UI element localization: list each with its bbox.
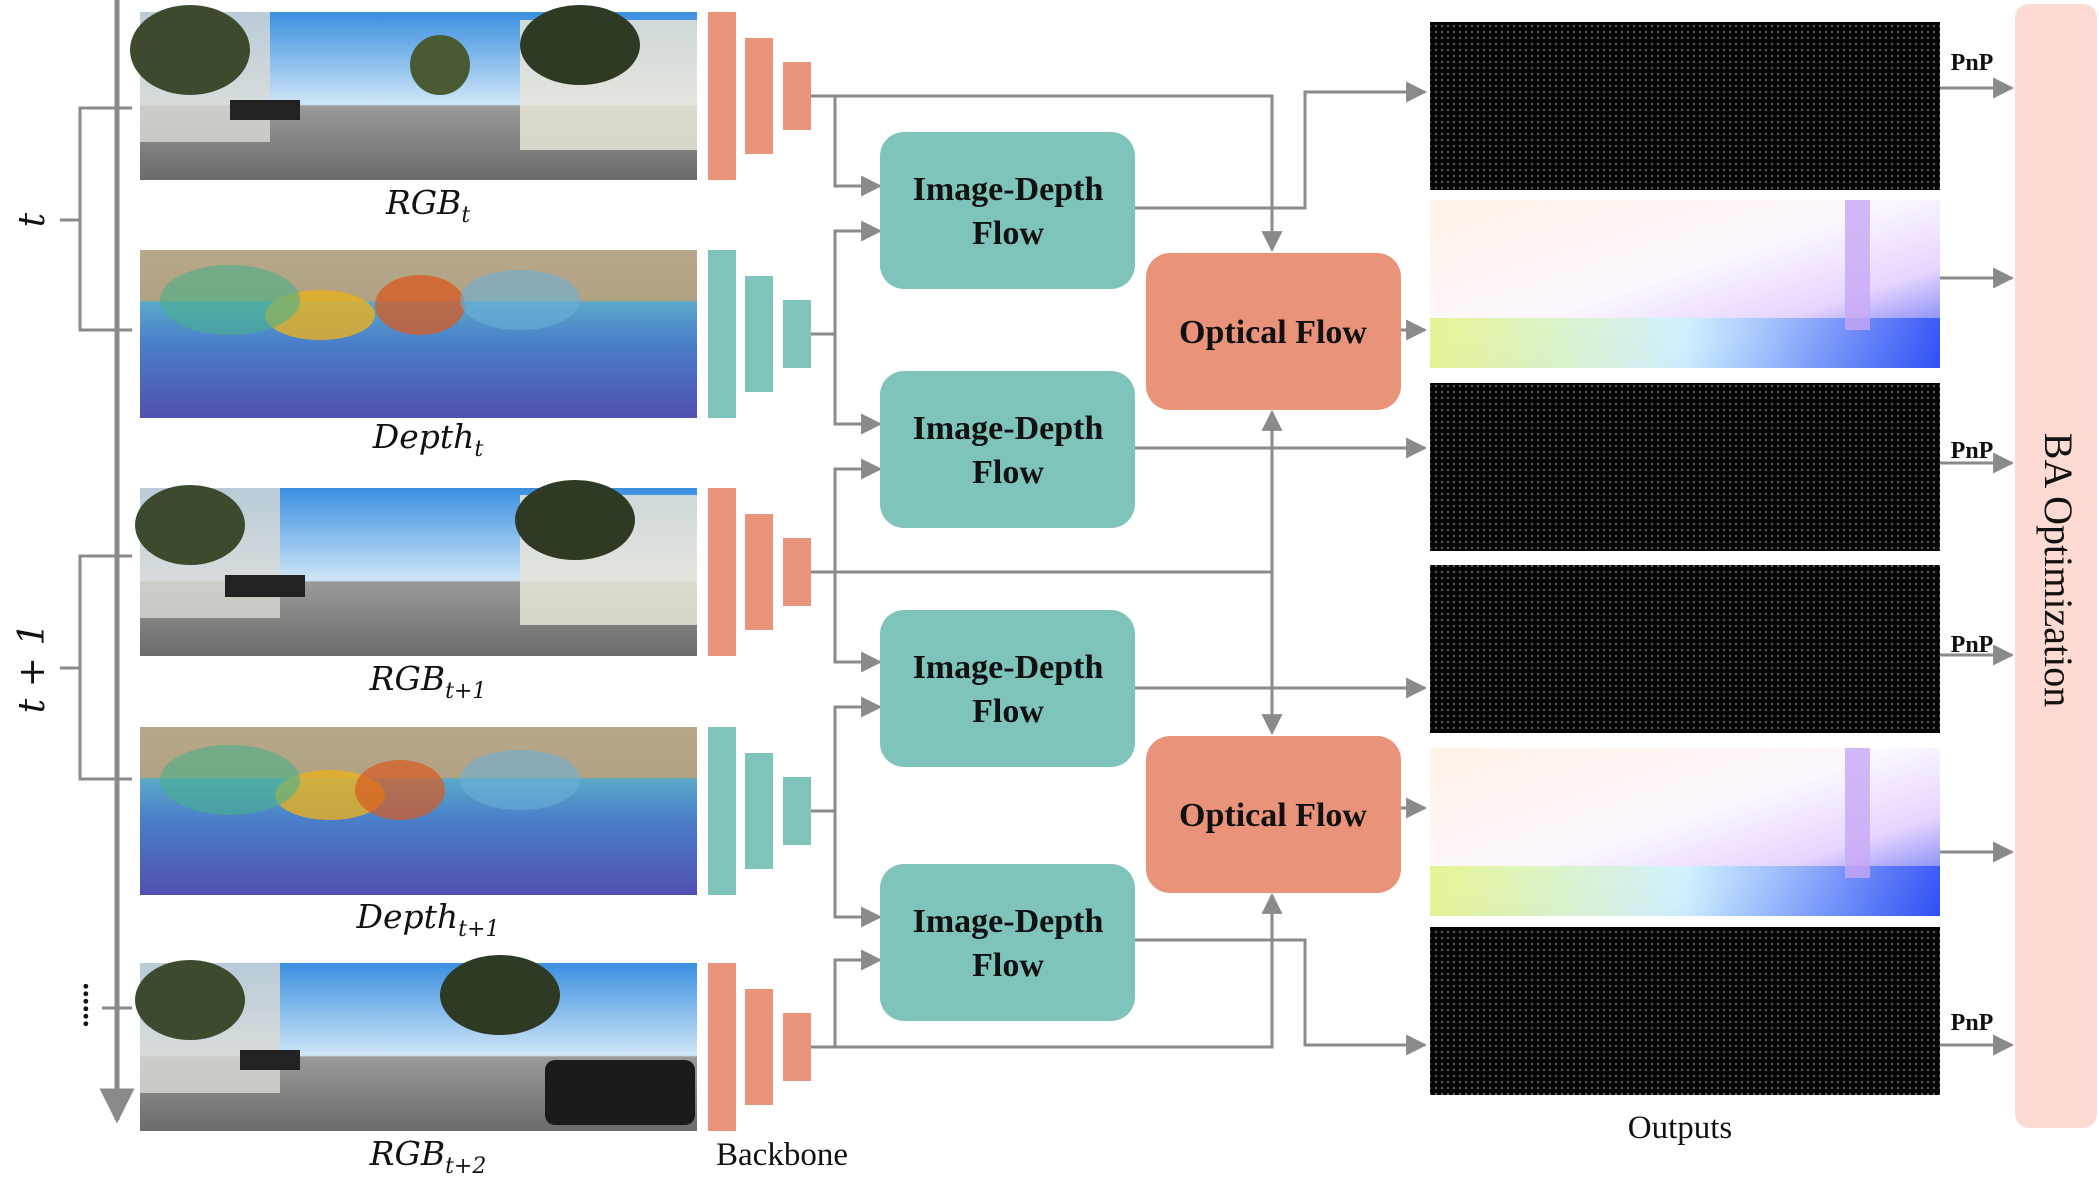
backbone-rgb-t1 [708,488,811,656]
pnp-label-2: PnP [1951,438,1994,464]
backbone-encoders: Backbone [708,12,848,1173]
ba-optimization: BA Optimization [2015,4,2097,1128]
ba-label: BA Optimization [2036,433,2081,707]
timeline-label-t1: t + 1 [12,623,53,713]
image-depth-flow-modules: Image-Depth Flow Image-Depth Flow Image-… [880,132,1135,1021]
outputs-label: Outputs [1628,1110,1733,1146]
optical-flow-1: Optical Flow [1146,253,1401,410]
timeline: t t + 1 ...... [12,0,135,1124]
optical-flow-2-label: Optical Flow [1179,797,1367,834]
optical-flow-2: Optical Flow [1146,736,1401,893]
output-flow-2 [1430,748,1940,916]
optical-flow-1-label: Optical Flow [1179,314,1367,351]
output-flow-1 [1430,200,1940,368]
backbone-rgb-t2 [708,963,811,1131]
image-depth-flow-2: Image-Depth Flow [880,371,1135,528]
backbone-depth-t [708,250,811,418]
idf-2-line1: Image-Depth [913,410,1104,447]
caption-depth-t1: Deptht+1 [356,897,500,942]
rgb-image-t2 [135,955,697,1131]
idf-2-line2: Flow [972,454,1044,491]
idf-1-line2: Flow [972,215,1044,252]
pnp-label-4: PnP [1951,1010,1994,1036]
depth-image-t [140,250,697,418]
pnp-labels: PnP PnP PnP PnP [1951,50,1994,1036]
idf-3-line1: Image-Depth [913,649,1104,686]
timeline-ellipsis: ...... [62,983,95,1028]
output-features-4 [1430,927,1940,1095]
caption-rgb-t: RGBt [385,183,470,228]
output-images: Outputs [1430,22,1940,1146]
rgb-image-t1 [135,480,697,656]
backbone-rgb-t [708,12,811,180]
image-depth-flow-3: Image-Depth Flow [880,610,1135,767]
input-images: RGBt Deptht RGBt+1 Deptht+1 [130,5,697,1179]
pnp-label-1: PnP [1951,50,1994,76]
timeline-label-t: t [12,212,53,227]
optical-flow-modules: Optical Flow Optical Flow [1146,253,1401,893]
image-depth-flow-1: Image-Depth Flow [880,132,1135,289]
backbone-depth-t1 [708,727,811,895]
idf-3-line2: Flow [972,693,1044,730]
output-features-3 [1430,565,1940,733]
caption-rgb-t1: RGBt+1 [369,659,487,704]
idf-1-line1: Image-Depth [913,171,1104,208]
caption-depth-t: Deptht [372,417,484,462]
idf-4-line1: Image-Depth [913,903,1104,940]
connections [811,77,2015,1056]
pnp-label-3: PnP [1951,632,1994,658]
caption-rgb-t2: RGBt+2 [369,1134,487,1179]
output-features-2 [1430,383,1940,551]
backbone-label: Backbone [716,1137,848,1173]
image-depth-flow-4: Image-Depth Flow [880,864,1135,1021]
output-features-1 [1430,22,1940,190]
idf-4-line2: Flow [972,947,1044,984]
depth-image-t1 [140,727,697,895]
rgb-image-t [130,5,697,180]
